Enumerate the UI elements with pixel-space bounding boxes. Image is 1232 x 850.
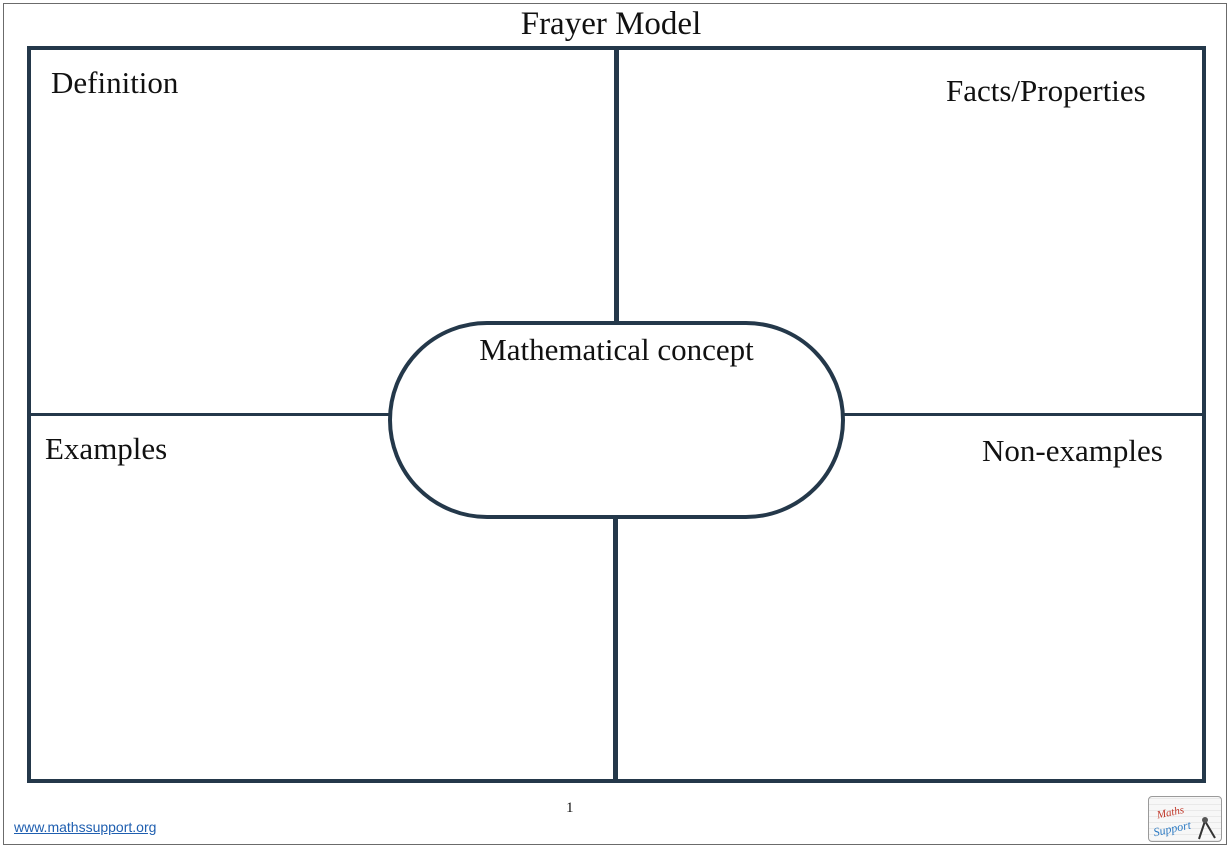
page-frame [3, 3, 1227, 845]
horizontal-divider-left [29, 413, 391, 416]
facts-properties-label: Facts/Properties [946, 73, 1146, 108]
vertical-divider-bottom [613, 516, 618, 782]
maths-support-logo: Maths Support [1148, 796, 1222, 842]
logo-graphic: Maths Support [1152, 804, 1216, 840]
concept-label: Mathematical concept [479, 332, 754, 367]
definition-label: Definition [51, 65, 179, 100]
horizontal-divider-right [842, 413, 1204, 416]
examples-label: Examples [45, 431, 168, 466]
vertical-divider-top [614, 48, 619, 324]
website-link[interactable]: www.mathssupport.org [14, 819, 157, 835]
logo-text-top: Maths [1155, 804, 1185, 822]
page-number: 1 [566, 800, 574, 816]
page-title: Frayer Model [520, 6, 702, 42]
compass-icon [1198, 817, 1216, 840]
non-examples-label: Non-examples [982, 433, 1163, 468]
concept-box[interactable]: Mathematical concept [388, 321, 845, 519]
